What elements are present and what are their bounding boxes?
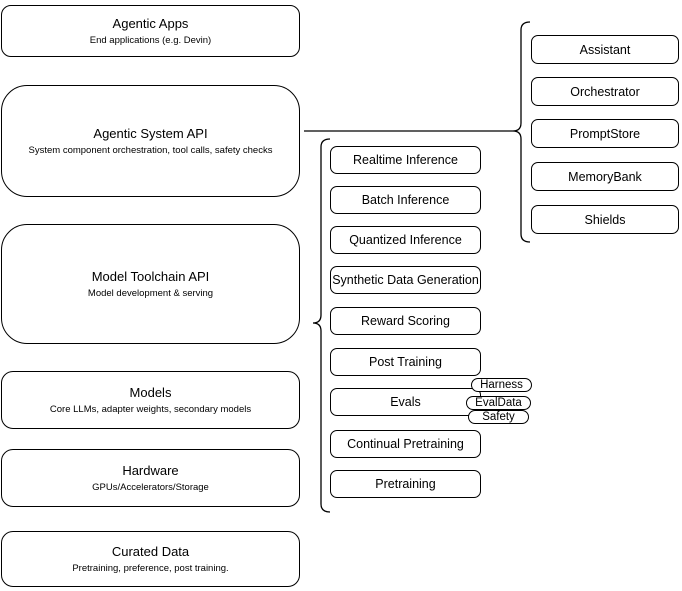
node-label: Synthetic Data Generation — [332, 273, 479, 287]
node-title: Curated Data — [111, 543, 190, 559]
node-label: PromptStore — [569, 126, 641, 141]
node-shields: Shields — [531, 205, 679, 234]
node-title: Models — [129, 384, 172, 400]
node-models: Models Core LLMs, adapter weights, secon… — [1, 371, 300, 429]
node-pretraining: Pretraining — [330, 470, 481, 498]
node-label: Evals — [390, 395, 421, 409]
node-memorybank: MemoryBank — [531, 162, 679, 191]
node-hardware: Hardware GPUs/Accelerators/Storage — [1, 449, 300, 507]
node-assistant: Assistant — [531, 35, 679, 64]
node-orchestrator: Orchestrator — [531, 77, 679, 106]
badge-label: Harness — [480, 378, 523, 391]
node-continual-pretraining: Continual Pretraining — [330, 430, 481, 458]
node-reward-scoring: Reward Scoring — [330, 307, 481, 335]
right-curly-brace — [512, 21, 531, 243]
node-label: MemoryBank — [568, 169, 642, 184]
node-label: Quantized Inference — [349, 233, 462, 247]
node-synthetic-data-generation: Synthetic Data Generation — [330, 266, 481, 294]
node-subtitle: System component orchestration, tool cal… — [28, 144, 273, 156]
node-quantized-inference: Quantized Inference — [330, 226, 481, 254]
node-realtime-inference: Realtime Inference — [330, 146, 481, 174]
node-label: Post Training — [369, 355, 442, 369]
node-subtitle: Pretraining, preference, post training. — [72, 562, 229, 574]
node-title: Agentic Apps — [112, 15, 189, 31]
node-batch-inference: Batch Inference — [330, 186, 481, 214]
badge-label: EvalData — [475, 396, 522, 409]
node-agentic-apps: Agentic Apps End applications (e.g. Devi… — [1, 5, 300, 57]
node-evals: Evals — [330, 388, 481, 416]
node-title: Hardware — [122, 462, 179, 478]
node-subtitle: Core LLMs, adapter weights, secondary mo… — [49, 403, 252, 415]
middle-curly-brace — [312, 138, 331, 513]
node-promptstore: PromptStore — [531, 119, 679, 148]
node-title: Model Toolchain API — [91, 268, 210, 284]
badge-label: Safety — [482, 410, 515, 423]
node-title: Agentic System API — [93, 125, 208, 141]
node-label: Pretraining — [375, 477, 436, 491]
node-subtitle: Model development & serving — [87, 287, 214, 299]
node-label: Continual Pretraining — [347, 437, 464, 451]
badge-safety: Safety — [468, 410, 529, 424]
badge-harness: Harness — [471, 378, 532, 392]
node-label: Orchestrator — [570, 84, 640, 99]
node-label: Batch Inference — [361, 193, 450, 207]
node-label: Assistant — [579, 42, 631, 57]
node-label: Shields — [584, 212, 626, 227]
node-label: Realtime Inference — [353, 153, 458, 167]
node-post-training: Post Training — [330, 348, 481, 376]
node-subtitle: GPUs/Accelerators/Storage — [92, 481, 209, 493]
node-subtitle: End applications (e.g. Devin) — [89, 34, 212, 46]
node-label: Reward Scoring — [361, 314, 450, 328]
node-model-toolchain-api: Model Toolchain API Model development & … — [1, 224, 300, 344]
badge-evaldata: EvalData — [466, 396, 531, 410]
node-curated-data: Curated Data Pretraining, preference, po… — [1, 531, 300, 587]
node-agentic-system-api: Agentic System API System component orch… — [1, 85, 300, 197]
